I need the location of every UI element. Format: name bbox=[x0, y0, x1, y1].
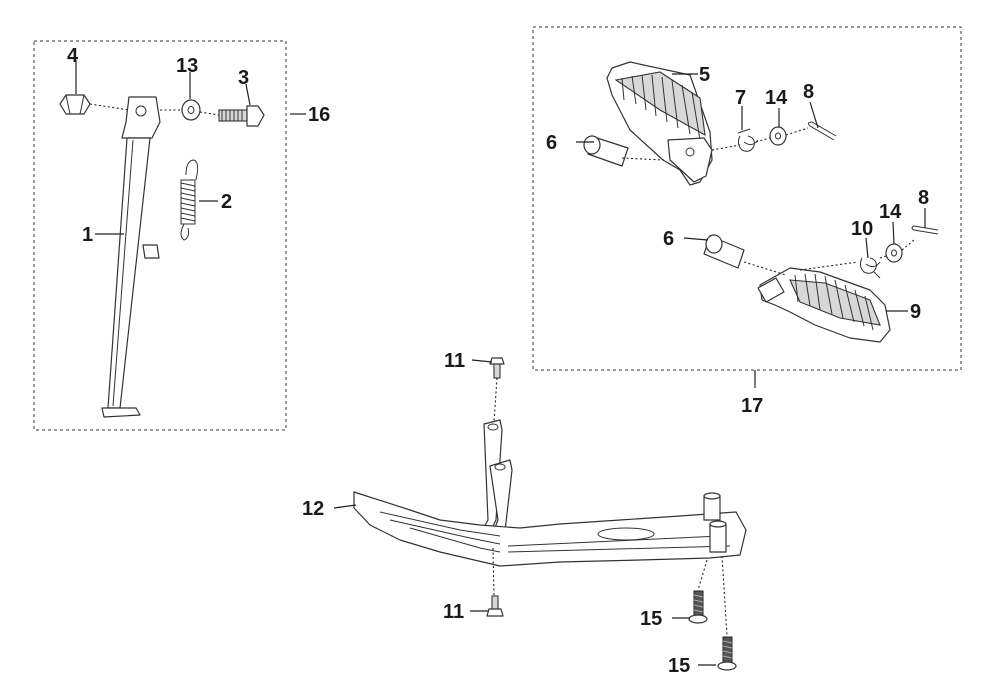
footpeg-spring-upper bbox=[737, 128, 759, 152]
callout-15-upper: 15 bbox=[640, 608, 662, 630]
washer-14-lower bbox=[885, 243, 903, 263]
washer-13 bbox=[181, 99, 201, 121]
callout-14-lower: 14 bbox=[879, 201, 902, 223]
callout-6-upper: 6 bbox=[546, 132, 557, 154]
pivot-bolt bbox=[218, 105, 265, 127]
footpeg-pin-upper bbox=[583, 135, 629, 167]
kickstand-group-frame bbox=[33, 40, 287, 431]
footpeg-group-frame bbox=[532, 26, 962, 371]
assembly-line-footpeg-upper bbox=[621, 127, 809, 161]
flange-nut bbox=[59, 94, 91, 115]
cotter-pin-lower bbox=[911, 225, 939, 235]
callout-16: 16 bbox=[308, 104, 330, 126]
callout-11-upper: 11 bbox=[444, 350, 465, 372]
callout-1: 1 bbox=[82, 224, 93, 246]
callout-8-upper: 8 bbox=[803, 81, 814, 103]
callout-15-lower: 15 bbox=[668, 655, 690, 677]
assembly-line-skid bbox=[492, 377, 728, 637]
return-spring bbox=[180, 159, 199, 241]
callout-6-lower: 6 bbox=[663, 228, 674, 250]
washer-14-upper bbox=[769, 126, 787, 146]
callout-9: 9 bbox=[910, 301, 921, 323]
bolt-15-lower bbox=[717, 636, 737, 671]
left-footpeg bbox=[606, 61, 713, 186]
footpeg-pin-lower bbox=[703, 234, 745, 269]
callout-11-lower: 11 bbox=[443, 601, 464, 623]
callout-5: 5 bbox=[699, 64, 710, 86]
callout-17: 17 bbox=[741, 395, 763, 417]
callout-14-upper: 14 bbox=[765, 87, 788, 109]
bolt-11-lower bbox=[486, 595, 504, 617]
right-footpeg bbox=[757, 267, 891, 343]
bolt-15-upper bbox=[688, 590, 708, 624]
bolt-11-upper bbox=[489, 357, 505, 379]
footpeg-spring-lower bbox=[859, 257, 881, 279]
callout-8-lower: 8 bbox=[918, 187, 929, 209]
callout-10: 10 bbox=[851, 218, 873, 240]
callout-7: 7 bbox=[735, 87, 746, 109]
callout-3: 3 bbox=[238, 67, 249, 89]
callout-2: 2 bbox=[221, 191, 232, 213]
callout-4: 4 bbox=[67, 45, 79, 67]
side-stand-leg bbox=[101, 96, 161, 418]
skid-plate bbox=[353, 419, 747, 567]
assembly-line-stand bbox=[89, 103, 220, 116]
cotter-pin-upper bbox=[807, 121, 837, 141]
callout-12: 12 bbox=[302, 498, 324, 520]
callout-13: 13 bbox=[176, 55, 198, 77]
